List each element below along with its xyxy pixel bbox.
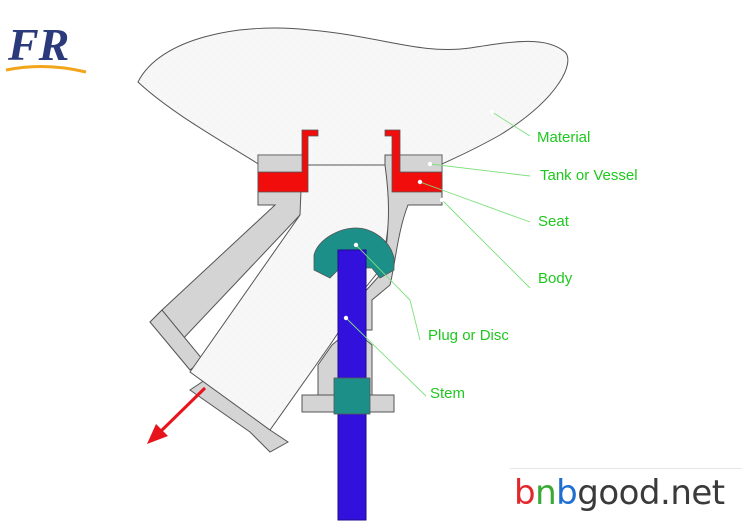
watermark-part-b1: b [514, 473, 536, 513]
anchor-dots [343, 109, 495, 321]
watermark-part-b2: b [556, 473, 578, 513]
watermark-part-domain: good.net [577, 473, 725, 513]
valve-seat [257, 129, 443, 193]
label-plug-or-disc: Plug or Disc [428, 327, 509, 344]
leader-lines [345, 111, 531, 397]
watermark: bnbgood.net [510, 468, 742, 523]
label-tank-or-vessel: Tank or Vessel [540, 167, 638, 184]
label-material: Material [537, 129, 590, 146]
flow-direction-arrow [147, 386, 207, 444]
watermark-part-n: n [535, 473, 557, 513]
material-mass [137, 27, 569, 166]
callout-labels: Material Tank or Vessel Seat Body Plug o… [428, 129, 638, 402]
valve-body [149, 154, 443, 453]
label-stem: Stem [430, 385, 465, 402]
label-seat: Seat [538, 213, 570, 230]
logo-letters: FR [7, 19, 69, 70]
company-logo: FR [5, 19, 87, 74]
stem-packing [333, 377, 371, 415]
logo-swoosh [5, 64, 87, 74]
label-body: Body [538, 270, 573, 287]
watermark-text: bnbgood.net [514, 473, 725, 513]
